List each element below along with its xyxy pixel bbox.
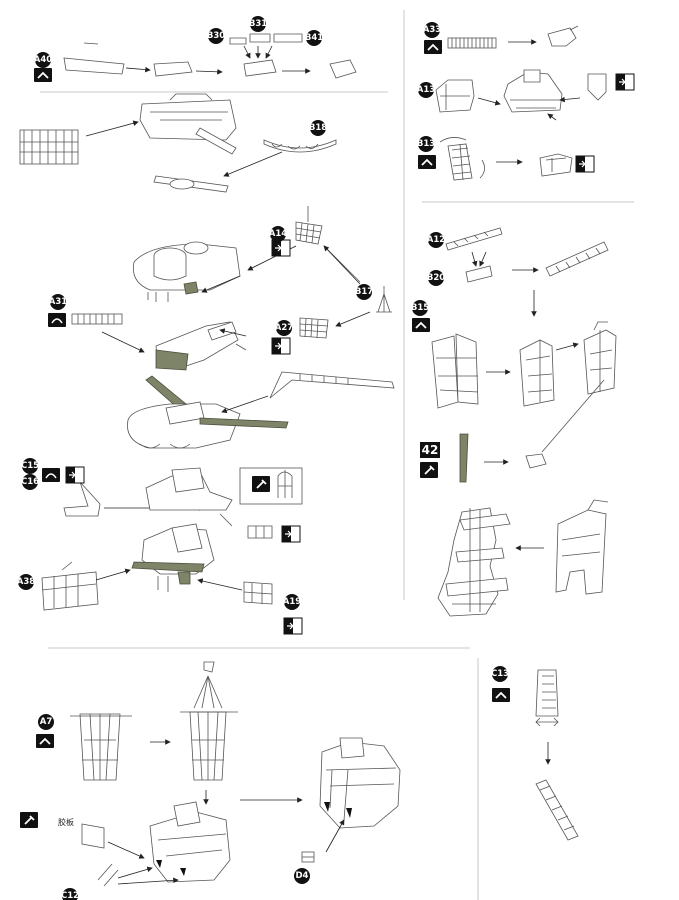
section-tower-right <box>431 227 617 617</box>
tower-panel-b15 <box>431 333 479 409</box>
attach-icon <box>281 525 301 543</box>
svg-text:A7: A7 <box>40 717 53 727</box>
glue-board-label: 胶板 <box>58 817 74 827</box>
grid-part-a27 <box>299 317 329 339</box>
svg-text:B20: B20 <box>427 273 445 283</box>
part-tag-a7: A7 <box>38 714 54 730</box>
part-tag-b15: B15 <box>411 300 429 316</box>
turret-assembly <box>139 93 237 155</box>
svg-text:A14: A14 <box>269 229 287 239</box>
part-tags: B31 B30 B41 A40 B18 A14 B17 A27 A31 C15 … <box>17 16 509 900</box>
glue-icon <box>19 811 39 829</box>
main-tower-assembly <box>437 507 511 617</box>
part-tag-b13: B13 <box>417 136 435 152</box>
part-tag-c15: C15 <box>21 458 39 474</box>
svg-text:B41: B41 <box>305 33 323 43</box>
fold-up-icon <box>423 39 443 55</box>
svg-text:B18: B18 <box>309 123 327 133</box>
rail-part-a31 <box>71 313 123 325</box>
part-tag-c13: C13 <box>491 666 509 682</box>
fold-up-icon <box>35 733 55 749</box>
svg-text:B15: B15 <box>411 303 429 313</box>
glue-icon <box>251 475 271 493</box>
assembled-bridge-d4 <box>319 737 401 829</box>
fold-up-icon <box>417 154 437 170</box>
section-bridge-lower <box>127 371 395 449</box>
section-b18 <box>19 93 337 193</box>
cylinder-part-42 <box>459 433 469 483</box>
attach-icon <box>615 73 635 91</box>
railing-part-a19 <box>243 581 273 605</box>
part-tag-a27: A27 <box>275 320 293 336</box>
part-tag-d4: D4 <box>294 868 310 884</box>
svg-text:A33: A33 <box>423 25 441 35</box>
section-c13 <box>535 669 579 841</box>
svg-text:B17: B17 <box>355 287 373 297</box>
svg-text:B30: B30 <box>207 31 225 41</box>
step-number-badge: 42 <box>420 442 440 458</box>
part-tag-b17: B17 <box>355 284 373 300</box>
part-tag-c12: C12 <box>61 888 79 900</box>
attach-icon <box>271 337 291 355</box>
mast-part-b17 <box>376 286 392 313</box>
part-tag-c16: C16 <box>21 474 39 490</box>
svg-text:C12: C12 <box>61 891 79 900</box>
glue-board-part <box>81 823 105 849</box>
fold-round-icon <box>41 467 61 483</box>
svg-text:C15: C15 <box>21 461 39 471</box>
part-tag-a40: A40 <box>34 52 52 68</box>
glue-icon <box>419 461 439 479</box>
part-tag-a31: A31 <box>49 294 67 310</box>
bridge-deck-upper <box>132 241 241 302</box>
step-number: 42 <box>422 443 439 457</box>
fold-up-icon <box>491 687 511 703</box>
svg-text:A12: A12 <box>427 235 445 245</box>
part-tag-a14: A14 <box>269 226 287 242</box>
bridge-section-a31 <box>155 321 247 371</box>
section-a7-d4 <box>70 661 401 887</box>
lower-bridge-assembly <box>149 801 231 883</box>
svg-text:B13: B13 <box>417 139 435 149</box>
section-a33-a13-b13 <box>435 25 607 181</box>
attach-icon <box>283 617 303 635</box>
part-tag-a13: A13 <box>417 82 435 98</box>
section-c15-c16 <box>41 467 303 611</box>
attach-icon <box>575 155 595 173</box>
part-tag-a38: A38 <box>17 574 35 590</box>
svg-text:A40: A40 <box>34 55 52 65</box>
svg-text:A38: A38 <box>17 577 35 587</box>
attach-icon <box>65 466 85 484</box>
svg-text:A31: A31 <box>49 297 67 307</box>
grid-part-a14 <box>295 206 323 245</box>
part-tag-a12: A12 <box>427 232 445 248</box>
fold-up-icon <box>411 317 431 333</box>
svg-text:D4: D4 <box>296 871 309 881</box>
attach-icon <box>271 239 291 257</box>
fold-round-icon <box>47 312 67 328</box>
svg-text:C13: C13 <box>491 669 509 679</box>
svg-text:A13: A13 <box>417 85 435 95</box>
svg-text:A19: A19 <box>283 597 301 607</box>
railing-part-a38 <box>41 561 99 611</box>
part-tag-b41: B41 <box>305 30 323 46</box>
part-tag-b18: B18 <box>309 120 327 136</box>
ladder-rack-part <box>19 129 79 165</box>
svg-text:C16: C16 <box>21 477 39 487</box>
part-tag-a19: A19 <box>283 594 301 610</box>
symbols: 42 胶板 <box>19 39 635 829</box>
part-tag-b30: B30 <box>207 28 225 44</box>
part-tag-b31: B31 <box>249 16 267 32</box>
part-tag-a33: A33 <box>423 22 441 38</box>
svg-text:B31: B31 <box>249 19 267 29</box>
svg-text:A27: A27 <box>275 323 293 333</box>
mast-frame-a7 <box>70 713 132 781</box>
section-separators <box>40 10 634 900</box>
section-a40 <box>63 33 357 79</box>
section-bridge-base <box>71 206 392 371</box>
part-tag-b20: B20 <box>427 270 445 286</box>
fold-up-icon <box>33 67 53 83</box>
